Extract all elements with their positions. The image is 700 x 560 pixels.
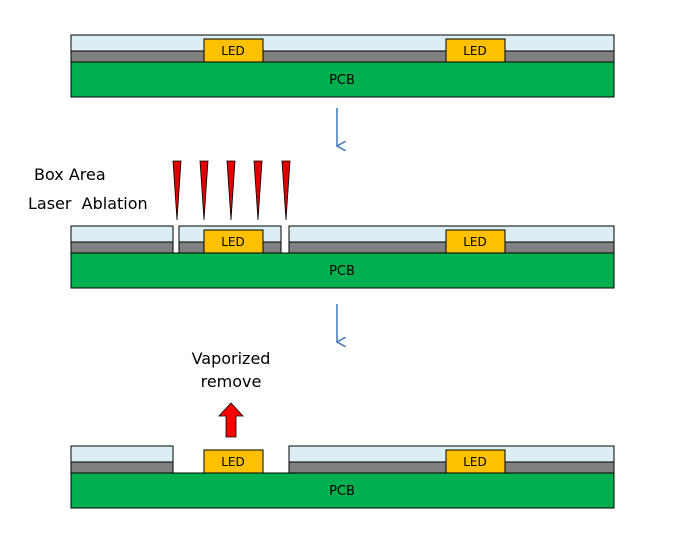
stage-3-led-left-label: LED [221, 455, 245, 469]
stage-1-pcb [70, 61, 615, 98]
arrow-up-icon [218, 402, 244, 438]
stage-2-pcb-label: PCB [329, 264, 355, 279]
stage-2-led-left [203, 229, 264, 254]
stage-1-led-left-label: LED [221, 44, 245, 58]
stage-2-annotation-line-2: Laser Ablation [28, 194, 148, 213]
stage-2-led-right [445, 229, 506, 254]
stage-3-light-layer-left [70, 445, 174, 463]
stage-2-annotation-line-1: Box Area [34, 165, 106, 184]
laser-beam-icon [172, 160, 182, 221]
stage-3-vaporized: Vaporized remove PCB LED LED [70, 349, 615, 509]
stage-3-pcb-label: PCB [329, 484, 355, 499]
stage-1-gray-layer [70, 50, 615, 63]
laser-beam-icon [281, 160, 291, 221]
stage-3-gray-layer-left [70, 461, 174, 474]
stage-1-led-right-label: LED [463, 44, 487, 58]
laser-beam-icon [199, 160, 209, 221]
stage-3-pcb [70, 472, 615, 509]
stage-2-led-right-label: LED [463, 235, 487, 249]
stage-2-light-layer-left [70, 225, 174, 243]
laser-beam-group [172, 160, 291, 221]
laser-beam-icon [226, 160, 236, 221]
stage-1-led-right [445, 38, 506, 63]
stage-2-led-left-label: LED [221, 235, 245, 249]
stage-3-annotation-line-2: remove [201, 372, 262, 391]
stage-1-pcb-label: PCB [329, 73, 355, 88]
laser-beam-icon [253, 160, 263, 221]
stage-3-led-left [203, 449, 264, 474]
stage-1-led-left [203, 38, 264, 63]
stage-2-pcb [70, 252, 615, 289]
stage-2-gray-layer-left [70, 241, 174, 254]
stage-3-led-right [445, 449, 506, 474]
stage-1-initial: PCB LED LED [70, 34, 615, 98]
stage-1-top-light-layer [70, 34, 615, 52]
stage-3-led-right-label: LED [463, 455, 487, 469]
stage-3-annotation-line-1: Vaporized [192, 349, 271, 368]
stage-2-laser-ablation: Box Area Laser Ablation PCB LED LED [28, 160, 615, 289]
